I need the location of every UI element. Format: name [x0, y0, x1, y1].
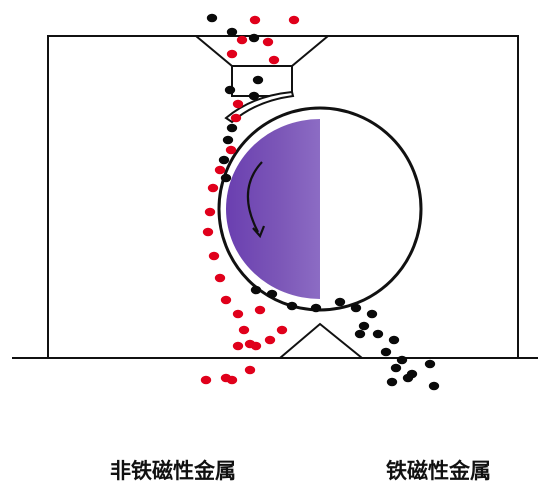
ferrous-particle [354, 329, 366, 339]
non-ferrous-particle [226, 49, 238, 59]
feed-chute [231, 66, 293, 97]
non-ferrous-particle [288, 15, 300, 25]
ferrous-particle [334, 297, 346, 307]
ferrous-particle [424, 359, 436, 369]
non-ferrous-particle [249, 15, 261, 25]
ferrous-particle [252, 75, 264, 85]
ferrous-particle [226, 123, 238, 133]
ferrous-particle [388, 335, 400, 345]
non-ferrous-particle [214, 273, 226, 283]
ferrous-label: 铁磁性金属 [386, 459, 491, 483]
non-ferrous-particle [232, 99, 244, 109]
ferrous-particle [366, 309, 378, 319]
non-ferrous-particle [268, 55, 280, 65]
non-ferrous-particle [220, 295, 232, 305]
non-ferrous-particle [264, 335, 276, 345]
feed-hopper [193, 35, 331, 67]
non-ferrous-particle [250, 341, 262, 351]
ferrous-particle [248, 91, 260, 101]
ferrous-particle [206, 13, 218, 23]
ferrous-particle [380, 347, 392, 357]
non-ferrous-particle [214, 165, 226, 175]
ferrous-particle [226, 27, 238, 37]
non-ferrous-particle [232, 341, 244, 351]
non-ferrous-particle [262, 37, 274, 47]
ferrous-particle [350, 303, 362, 313]
non-ferrous-particle [208, 251, 220, 261]
non-ferrous-particle [254, 305, 266, 315]
ferrous-particle [372, 329, 384, 339]
ferrous-particle [248, 33, 260, 43]
particle-stream [200, 13, 440, 391]
ferrous-particle [396, 355, 408, 365]
non-ferrous-particle [225, 145, 237, 155]
ferrous-particle [358, 321, 370, 331]
curved-arrow-icon [246, 161, 266, 239]
non-ferrous-particle [236, 35, 248, 45]
ferrous-particle [222, 135, 234, 145]
non-ferrous-particle [202, 227, 214, 237]
non-ferrous-particle [232, 309, 244, 319]
ferrous-particle [386, 377, 398, 387]
non-ferrous-particle [238, 325, 250, 335]
non-ferrous-label: 非铁磁性金属 [110, 459, 236, 483]
non-ferrous-particle [276, 325, 288, 335]
magnet-segment [226, 119, 320, 299]
ferrous-particle [250, 285, 262, 295]
ferrous-particle [428, 381, 440, 391]
ferrous-particle [218, 155, 230, 165]
ferrous-particle [220, 173, 232, 183]
ferrous-particle [224, 85, 236, 95]
non-ferrous-particle [244, 365, 256, 375]
non-ferrous-particle [200, 375, 212, 385]
non-ferrous-particle [207, 183, 219, 193]
ferrous-particle [266, 289, 278, 299]
non-ferrous-particle [226, 375, 238, 385]
ferrous-particle [390, 363, 402, 373]
non-ferrous-particle [230, 113, 242, 123]
ferrous-particle [286, 301, 298, 311]
non-ferrous-particle [204, 207, 216, 217]
ferrous-particle [310, 303, 322, 313]
splitter-divider [279, 322, 363, 359]
ferrous-particle [402, 373, 414, 383]
